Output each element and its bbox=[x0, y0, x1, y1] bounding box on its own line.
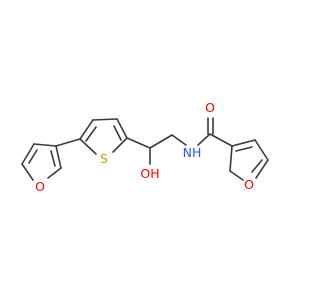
bond bbox=[113, 125, 122, 141]
bond bbox=[112, 137, 128, 153]
atom-label-sulfur: S bbox=[100, 151, 108, 166]
bond bbox=[171, 134, 187, 146]
bond bbox=[92, 118, 118, 121]
bond bbox=[33, 143, 57, 147]
bond bbox=[231, 139, 256, 147]
atom-label-oxygen-left: O bbox=[35, 179, 45, 194]
atom-label-amine: NH bbox=[183, 145, 202, 160]
bond bbox=[85, 126, 97, 142]
bond bbox=[28, 149, 38, 164]
bond bbox=[116, 118, 128, 139]
atom-label-oxygen-right: O bbox=[244, 177, 254, 192]
bond bbox=[255, 159, 269, 179]
molecule-canvas: O S OH NH O O bbox=[21, 100, 269, 194]
left-furan-ring bbox=[21, 143, 62, 181]
bond bbox=[254, 139, 269, 161]
bond bbox=[235, 146, 253, 152]
bond bbox=[79, 119, 94, 140]
bond bbox=[229, 170, 244, 181]
bond bbox=[50, 150, 56, 167]
structure-drawing: O S OH NH O O bbox=[21, 100, 269, 194]
bond bbox=[251, 159, 263, 173]
atom-label-carbonyl-oxygen: O bbox=[205, 100, 215, 115]
bond bbox=[21, 143, 35, 165]
side-chain bbox=[126, 133, 211, 165]
bond bbox=[47, 167, 62, 179]
bond bbox=[197, 133, 211, 146]
amide-aryl-bond bbox=[209, 133, 233, 147]
biaryl-bond bbox=[55, 138, 81, 147]
right-furan-ring bbox=[229, 139, 269, 181]
atom-label-hydroxyl: OH bbox=[140, 166, 159, 181]
carbonyl-group bbox=[207, 117, 214, 135]
bond bbox=[126, 137, 151, 149]
bond bbox=[229, 145, 233, 172]
bond bbox=[79, 138, 97, 155]
bond bbox=[149, 134, 173, 149]
thiophene-ring bbox=[79, 118, 128, 155]
bond bbox=[55, 145, 62, 169]
bond bbox=[21, 163, 34, 181]
